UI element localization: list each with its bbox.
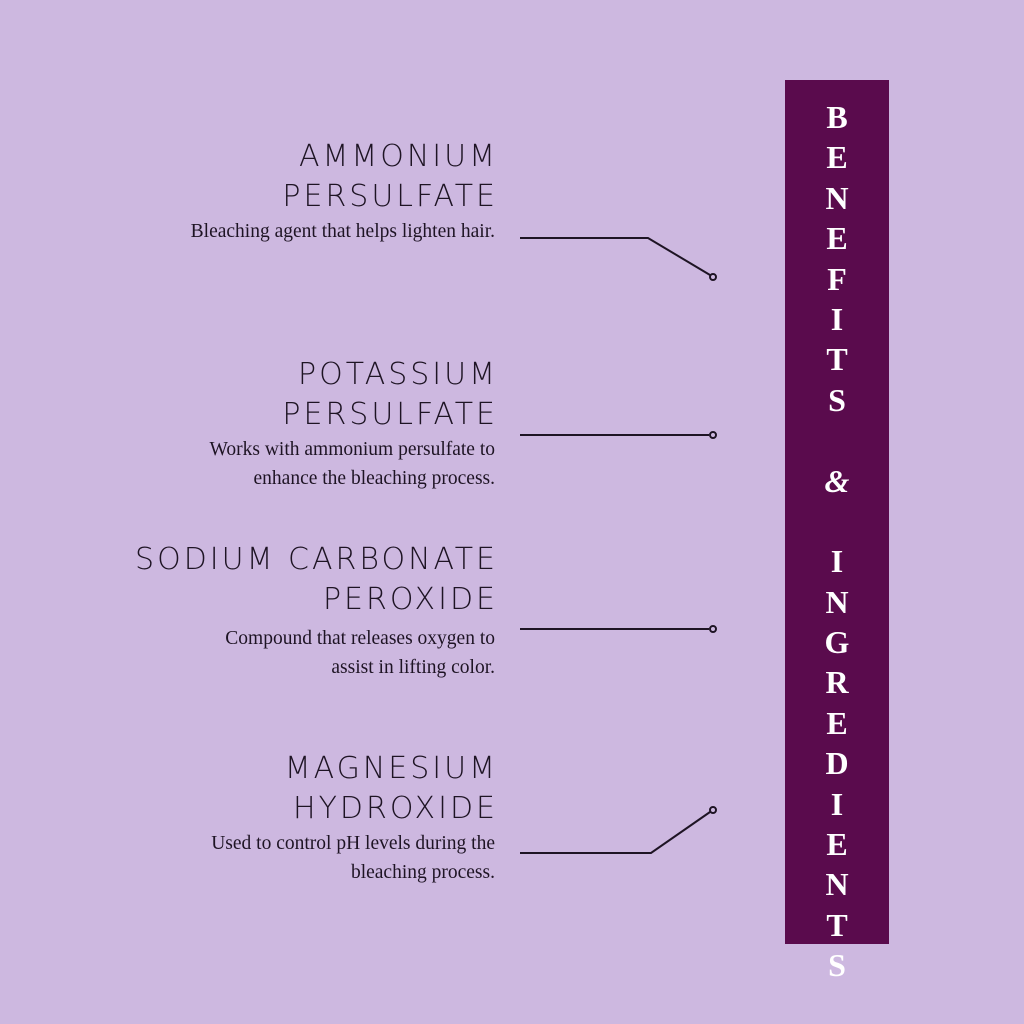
connector-line-4 [520,811,711,854]
banner-letter: B [826,99,848,135]
ingredient-description: enhance the bleaching process. [253,468,495,489]
banner-letter: T [826,341,848,378]
banner-letter: F [827,260,847,297]
ingredient-description: bleaching process. [350,862,495,883]
banner-letter: I [830,543,844,580]
banner-letter: N [825,179,849,216]
connector-dot-icon [709,273,717,281]
connector-dot-icon [709,431,717,439]
banner-ampersand: & [824,462,850,499]
ingredient-description: Compound that releases oxygen to [225,628,495,649]
banner-letter: E [826,220,848,257]
banner-letter: E [826,139,848,176]
ingredient-description: Bleaching agent that helps lighten hair. [190,221,495,242]
banner-letter: S [828,947,846,984]
connector-dot-icon [709,806,717,814]
ingredient-title: PERSULFATE [282,179,498,214]
banner-letter: N [825,866,849,903]
ingredient-potassium-persulfate: POTASSIUM PERSULFATE Works with ammonium… [210,355,495,493]
ingredient-title: AMMONIUM [298,139,498,174]
banner-letter: S [828,381,846,418]
ingredient-title: PERSULFATE [282,397,498,432]
connector-dot-icon [709,625,717,633]
banner-letter: E [826,704,848,741]
benefits-ingredients-banner: B E N E F I T S & I N G R E D I E N T S [785,80,889,983]
banner-letter: N [825,583,849,620]
banner-letter: G [824,624,850,661]
banner-text: B E N E F I T S & I N G R E D I E N T S [785,97,889,986]
connector-line-1 [520,237,711,276]
ingredient-title: POTASSIUM [298,357,498,392]
ingredient-title: MAGNESIUM [284,751,498,786]
ingredient-description: Works with ammonium persulfate to [209,439,495,460]
ingredient-description: assist in lifting color. [331,657,495,678]
ingredient-title: SODIUM CARBONATE [135,542,498,577]
banner-spacer [785,420,889,460]
ingredient-title: HYDROXIDE [293,791,498,826]
banner-letter: E [826,826,848,863]
banner-letter: R [825,664,849,701]
banner-letter: I [830,785,844,822]
ingredient-title: PEROXIDE [322,582,498,617]
ingredient-sodium-carbonate-peroxide: SODIUM CARBONATE PEROXIDE Compound that … [135,540,495,682]
banner-letter: I [830,300,844,337]
ingredient-ammonium-persulfate: AMMONIUM PERSULFATE Bleaching agent that… [191,137,495,246]
ingredient-magnesium-hydroxide: MAGNESIUM HYDROXIDE Used to control pH l… [211,749,495,887]
banner-spacer [785,501,889,541]
banner-letter: T [826,906,848,943]
banner-letter: D [825,745,849,782]
ingredient-description: Used to control pH levels during the [211,833,495,854]
